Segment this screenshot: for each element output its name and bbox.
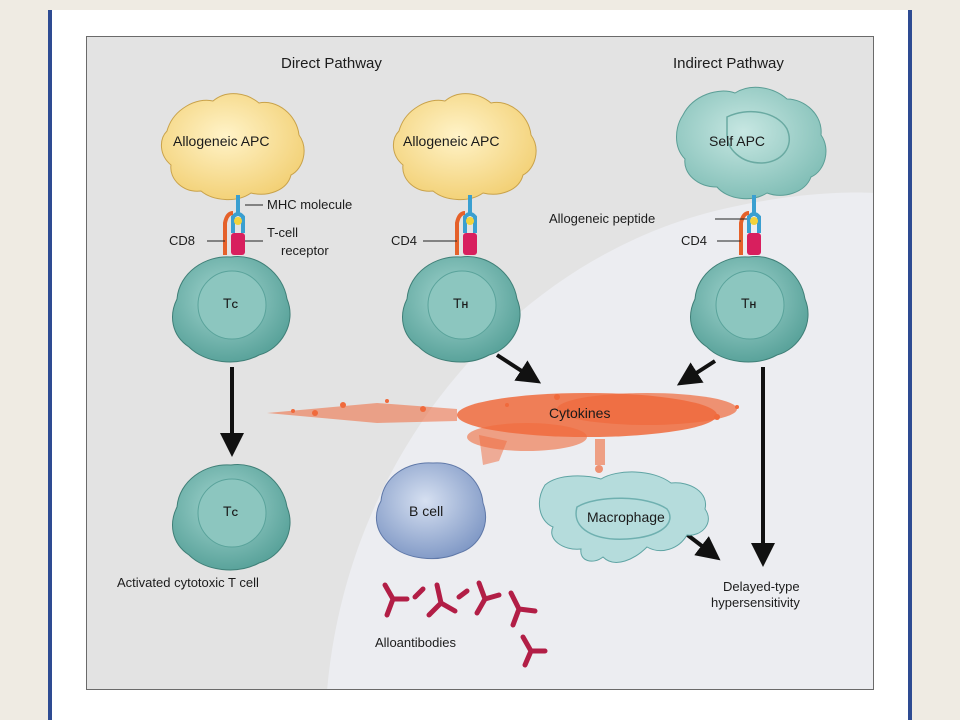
diagram-figure: Direct Pathway Indirect Pathway Allogene… xyxy=(86,36,874,690)
diagram-canvas xyxy=(161,86,873,689)
activated-tc-label: Activated cytotoxic T cell xyxy=(117,575,259,590)
tc-cell-top xyxy=(172,256,291,363)
th-cell-mid xyxy=(402,256,521,363)
cd4-mid-label: CD4 xyxy=(391,233,418,248)
macrophage xyxy=(538,471,709,563)
b-cell xyxy=(375,462,487,559)
th-right-label: TH xyxy=(741,295,757,311)
receptor-complex-left xyxy=(223,195,245,255)
t-cell-receptor-label-2: receptor xyxy=(281,243,329,258)
allogeneic-apc-mid xyxy=(393,93,537,200)
arrow-macrophage-to-dth xyxy=(683,531,721,561)
tc-cell-bottom xyxy=(172,464,291,571)
macrophage-label: Macrophage xyxy=(587,509,665,525)
indirect-pathway-heading: Indirect Pathway xyxy=(673,55,784,72)
left-border-bar xyxy=(48,10,52,720)
alloantibodies-cluster xyxy=(382,580,548,668)
cd4-right-label: CD4 xyxy=(681,233,708,248)
mhc-molecule-label: MHC molecule xyxy=(267,197,353,212)
allogeneic-peptide-label: Allogeneic peptide xyxy=(549,211,656,226)
right-border-bar xyxy=(908,10,912,720)
apc-left-label: Allogeneic APC xyxy=(173,133,270,149)
self-apc-label: Self APC xyxy=(709,133,766,149)
direct-pathway-heading: Direct Pathway xyxy=(281,55,382,72)
dth-label-1: Delayed-type xyxy=(723,579,800,594)
cd8-label: CD8 xyxy=(169,233,196,248)
dth-label-2: hypersensitivity xyxy=(711,595,800,610)
self-apc xyxy=(676,86,827,200)
cytokine-cloud xyxy=(267,393,739,473)
arrow-th-to-cytokines xyxy=(495,353,542,384)
receptor-complex-mid xyxy=(455,195,477,255)
b-cell-label: B cell xyxy=(409,503,444,519)
tc-top-label: TC xyxy=(223,295,239,311)
apc-mid-label: Allogeneic APC xyxy=(403,133,500,149)
self-apc-nucleus xyxy=(726,110,790,164)
alloantibodies-label: Alloantibodies xyxy=(375,635,456,650)
receptor-complex-right xyxy=(739,195,761,255)
allogeneic-apc-left xyxy=(161,93,305,200)
t-cell-receptor-label-1: T-cell xyxy=(267,225,299,240)
arrow-thright-to-cytokines xyxy=(676,359,717,386)
cytokines-label: Cytokines xyxy=(549,405,611,421)
th-cell-right xyxy=(690,256,809,363)
th-mid-label: TH xyxy=(453,295,469,311)
tc-bottom-label: TC xyxy=(223,503,239,519)
